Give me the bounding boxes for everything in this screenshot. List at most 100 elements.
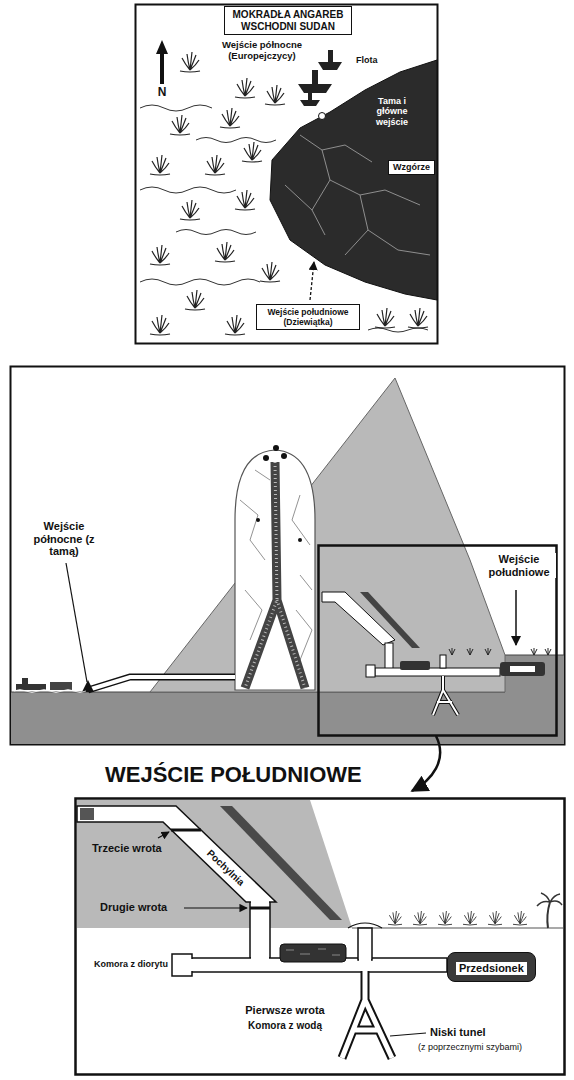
surface-plants (513, 911, 527, 925)
fleet-ships (298, 50, 342, 106)
inset-detail (360, 592, 420, 648)
north-shore (14, 690, 86, 693)
inset-detail (385, 643, 393, 670)
tunnel-system (348, 923, 382, 928)
inset-detail (319, 546, 557, 736)
inset-detail (440, 655, 446, 668)
chamber-label: Komora z diorytu (94, 959, 168, 969)
compass-letter: N (158, 86, 167, 100)
hill-shape (345, 230, 368, 255)
mountain-section (245, 590, 262, 640)
inset-detail (322, 592, 395, 645)
entrance-label: Wejście północne (z tamą) (28, 520, 100, 558)
tunnel-system (191, 959, 194, 971)
chamber-box: Przedsionek (447, 952, 536, 982)
ramp-label: Pochylnia (205, 848, 247, 889)
marsh-tufts (150, 52, 428, 335)
tunnel-system (77, 806, 447, 1058)
inset-detail (500, 662, 545, 676)
zoom-arrow (412, 736, 440, 791)
inset-detail (433, 676, 458, 715)
stream-lines (140, 187, 236, 193)
marsh-tufts (150, 315, 170, 335)
mountain-section (88, 378, 505, 692)
marsh-tufts (170, 115, 190, 135)
tunnel-system (251, 899, 269, 905)
leader-line (66, 563, 516, 682)
section-heading: WEJŚCIE POŁUDNIOWE (105, 762, 362, 787)
detail-panel (352, 927, 563, 928)
marsh-tufts (235, 78, 255, 98)
hill-shape (319, 113, 326, 120)
marsh-tufts (235, 190, 255, 210)
inset-detail (366, 665, 375, 677)
mountain-section (298, 538, 302, 542)
gate-label: Trzecie wrota (92, 842, 174, 855)
chamber-label: Komora z wodą (248, 1020, 322, 1032)
inset-detail (433, 676, 458, 715)
hill-shape (285, 185, 312, 210)
tunnel-system (77, 806, 276, 902)
stream-lines (368, 328, 428, 332)
marsh-tufts (220, 108, 240, 128)
marsh-tufts (180, 52, 200, 72)
fleet-ships (298, 84, 332, 93)
fleet-ships (328, 50, 333, 62)
tunnel-system (250, 900, 270, 958)
surface-plants (463, 911, 477, 925)
gate-mark (250, 907, 270, 910)
detail-panel (77, 800, 352, 928)
leader-line (390, 1033, 426, 1036)
mountain-section (245, 462, 305, 688)
hill-box: Wzgórze (388, 160, 435, 175)
leader-line (158, 832, 169, 838)
leader-line (66, 563, 87, 682)
tunnel-system (342, 971, 392, 1058)
mountain-section (245, 462, 305, 688)
north-arrow (156, 40, 168, 84)
marsh-tufts (150, 245, 170, 265)
marsh-tufts (180, 200, 200, 220)
section-panel (11, 367, 565, 745)
mountain-section (281, 453, 287, 459)
surface-plants (413, 911, 427, 925)
gate-mark (171, 829, 201, 832)
place-label: Tama i główne wejście (366, 96, 418, 127)
marsh-tufts (225, 315, 245, 335)
inset-detail (510, 666, 535, 672)
tunnel-system (342, 971, 392, 1058)
stream-lines (196, 138, 276, 143)
gate-label: Drugie wrota (100, 901, 180, 914)
surface-plants (388, 893, 562, 928)
hill-shape (360, 195, 430, 255)
marsh-tufts (150, 155, 170, 175)
map-panel (136, 5, 438, 344)
zoom-arrow (412, 736, 440, 791)
marsh-tufts (375, 308, 395, 328)
leader-line (184, 907, 247, 908)
hill-shape (330, 180, 420, 205)
inset-detail (375, 668, 500, 676)
tunnel-label: Niski tunel (430, 1026, 486, 1039)
mountain-section (263, 455, 269, 461)
surface-plants (488, 911, 502, 925)
hill-shape (270, 60, 437, 300)
mountain-section (88, 677, 235, 690)
tunnel-system (286, 949, 340, 955)
mountain-section (273, 445, 279, 451)
mountain-section (256, 518, 260, 522)
marsh-tufts (260, 262, 280, 282)
mountain-section (292, 495, 310, 545)
mountain-section (235, 450, 315, 690)
place-label: Flota (356, 55, 378, 65)
fleet-ships (300, 100, 320, 106)
marsh-tufts (205, 155, 225, 175)
north-shore (50, 682, 72, 690)
mountain-section (150, 378, 505, 692)
tunnel-system (80, 808, 94, 820)
tunnel-system (359, 955, 371, 962)
surface-plants (537, 893, 562, 906)
title-box: MOKRADŁA ANGAREB WSCHODNI SUDAN (224, 6, 352, 35)
detail-panel (76, 799, 565, 1075)
fleet-ships (318, 62, 342, 70)
